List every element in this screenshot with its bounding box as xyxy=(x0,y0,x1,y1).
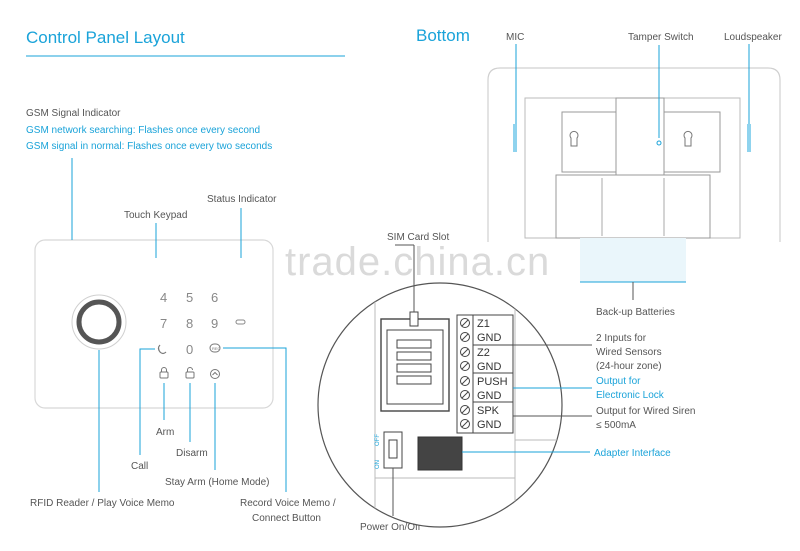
key-4: 4 xyxy=(160,290,167,305)
terminal-z2: Z2 xyxy=(477,347,490,359)
batteries-label: Back-up Batteries xyxy=(596,307,675,318)
record-leader-line xyxy=(223,347,287,492)
power-switch-toggle xyxy=(388,439,398,459)
key-9: 9 xyxy=(211,316,218,331)
gsm-heading: GSM Signal Indicator xyxy=(26,108,121,119)
adapter-jack xyxy=(417,436,463,471)
tamper-switch-icon xyxy=(656,140,662,146)
inputs-label-line1: 2 Inputs for xyxy=(596,333,647,344)
switch-on-text: ON xyxy=(375,460,381,469)
power-label: Power On/Off xyxy=(360,522,421,533)
terminal-push: PUSH xyxy=(477,376,508,388)
terminal-spk: SPK xyxy=(477,405,500,417)
rfid-outer-ring xyxy=(71,294,127,350)
status-led-icon xyxy=(235,319,246,325)
tamper-switch-label: Tamper Switch xyxy=(628,32,694,43)
arm-lock-icon xyxy=(159,367,169,379)
lock-label-line2: Electronic Lock xyxy=(596,390,664,401)
rfid-label: RFID Reader / Play Voice Memo xyxy=(30,498,175,509)
loudspeaker-icon xyxy=(747,124,751,152)
phone-icon xyxy=(157,344,167,355)
terminal-gnd-3: GND xyxy=(477,390,502,402)
sim-tray xyxy=(386,329,444,405)
inputs-label-line3: (24-hour zone) xyxy=(596,361,662,372)
screw-hole-left-icon xyxy=(569,130,579,147)
record-button-icon xyxy=(209,343,221,353)
siren-label-line1: Output for Wired Siren xyxy=(596,406,696,417)
stay-arm-home-icon xyxy=(210,369,220,379)
loudspeaker-label: Loudspeaker xyxy=(724,32,782,43)
key-0: 0 xyxy=(186,342,193,357)
sim-card-slot xyxy=(380,318,450,412)
watermark: trade.china.cn xyxy=(285,240,551,284)
siren-label-line2: ≤ 500mA xyxy=(596,420,636,431)
svg-text:REC: REC xyxy=(212,346,221,351)
key-8: 8 xyxy=(186,316,193,331)
bottom-title: Bottom xyxy=(416,26,470,45)
record-label-line1: Record Voice Memo / xyxy=(240,498,336,509)
key-6: 6 xyxy=(211,290,218,305)
call-label: Call xyxy=(131,461,149,472)
disarm-label: Disarm xyxy=(176,448,208,459)
mic-icon xyxy=(513,124,517,152)
touch-keypad-label: Touch Keypad xyxy=(124,210,188,221)
call-leader-line xyxy=(139,348,155,455)
bottom-housing-outline xyxy=(487,67,781,242)
status-indicator-label: Status Indicator xyxy=(207,194,277,205)
rfid-reader-icon xyxy=(76,299,122,345)
sim-slot-label: SIM Card Slot xyxy=(387,232,450,243)
terminal-gnd-2: GND xyxy=(477,361,502,373)
screw-hole-right-icon xyxy=(683,130,693,147)
front-panel-body xyxy=(34,239,274,409)
arm-label: Arm xyxy=(156,427,175,438)
key-5: 5 xyxy=(186,290,193,305)
terminal-block xyxy=(456,314,514,434)
battery-compartment xyxy=(555,174,711,239)
lock-label-line1: Output for xyxy=(596,376,641,387)
terminal-gnd-1: GND xyxy=(477,332,502,344)
gsm-searching-text: GSM network searching: Flashes once ever… xyxy=(26,125,260,136)
disarm-lock-icon xyxy=(185,367,195,379)
tamper-bracket xyxy=(615,97,665,177)
stay-arm-label: Stay Arm (Home Mode) xyxy=(165,477,270,488)
record-label-line2: Connect Button xyxy=(252,513,321,524)
terminal-screws xyxy=(460,318,470,429)
gsm-normal-text: GSM signal in normal: Flashes once every… xyxy=(26,141,273,152)
terminal-z1: Z1 xyxy=(477,318,490,330)
adapter-interface-label: Adapter Interface xyxy=(594,448,671,459)
battery-highlight xyxy=(580,238,686,282)
mic-label: MIC xyxy=(506,32,525,43)
terminal-gnd-4: GND xyxy=(477,419,502,431)
switch-off-text: OFF xyxy=(375,434,381,446)
inputs-label-line2: Wired Sensors xyxy=(596,347,662,358)
key-7: 7 xyxy=(160,316,167,331)
control-panel-title: Control Panel Layout xyxy=(26,28,185,47)
